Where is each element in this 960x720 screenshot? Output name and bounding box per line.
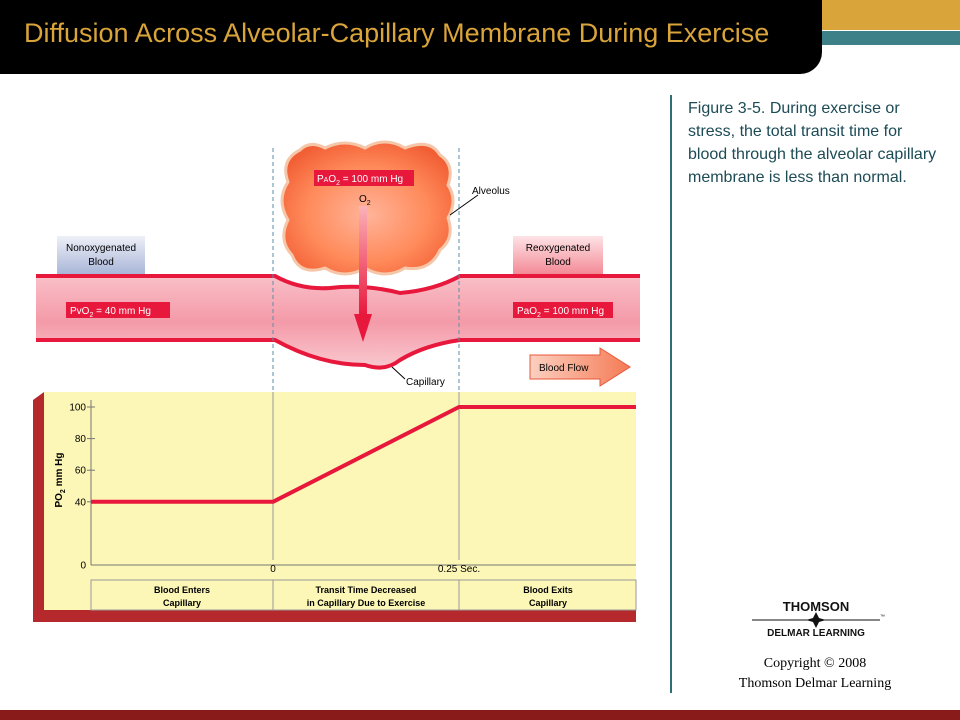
- reoxygenated-line2: Blood: [545, 257, 571, 268]
- phase-2-line2: in Capillary Due to Exercise: [307, 598, 426, 608]
- pao2-label: PAO2 = 100 mm Hg: [317, 174, 403, 187]
- reoxygenated-line1: Reoxygenated: [526, 243, 591, 254]
- nonoxygenated-line2: Blood: [88, 257, 114, 268]
- pao2-blood-label-box: [513, 302, 613, 318]
- vessel-bottom-wall: [36, 338, 640, 370]
- copyright-line2: Thomson Delmar Learning: [738, 676, 892, 691]
- pao2-label-box: [314, 170, 414, 186]
- chart-frame-depth: [33, 392, 44, 622]
- copyright-block: Copyright © 2008 Thomson Delmar Learning: [715, 654, 915, 694]
- pvo2-label: PvO2 = 40 mm Hg: [70, 306, 151, 319]
- figure-caption: Figure 3-5. During exercise or stress, t…: [688, 100, 937, 186]
- copyright-line1: Copyright © 2008: [763, 656, 867, 671]
- x-tick-label-025: 0.25 Sec.: [438, 564, 480, 575]
- capillary-label: Capillary: [406, 377, 445, 388]
- phase-1-line2: Capillary: [163, 598, 201, 608]
- o2-arrow-head: [354, 314, 372, 342]
- bottom-bar: [0, 710, 960, 720]
- capillary-leader: [391, 366, 406, 380]
- title-bar: Diffusion Across Alveolar-Capillary Memb…: [0, 0, 822, 74]
- divider-line: [670, 95, 672, 693]
- phase-band: [90, 579, 637, 611]
- alveolus-leader: [449, 194, 479, 216]
- accent-bar-teal: [822, 31, 960, 45]
- nonoxygenated-box: [57, 236, 145, 274]
- blood-flow-arrow: [529, 347, 631, 387]
- y-tick-label: 60: [75, 466, 87, 477]
- phase-3-line1: Blood Exits: [523, 585, 573, 595]
- chart-frame-bottom: [33, 610, 636, 622]
- phase-3-line2: Capillary: [529, 598, 567, 608]
- capillary-vessel: [36, 276, 640, 368]
- o2-label: O2: [359, 194, 371, 207]
- logo-brand: THOMSON: [783, 599, 849, 614]
- x-tick-label-0: 0: [270, 564, 276, 575]
- pvo2-label-box: [66, 302, 170, 318]
- y-tick-label: 40: [75, 497, 87, 508]
- slide-title: Diffusion Across Alveolar-Capillary Memb…: [24, 18, 770, 48]
- y-axis-label: PO2 mm Hg: [54, 452, 67, 507]
- y-tick-label: 0: [80, 561, 86, 572]
- accent-bar-gold: [822, 0, 960, 30]
- logo-sub: DELMAR LEARNING: [767, 628, 865, 639]
- alveolus-label: Alveolus: [472, 186, 510, 197]
- reoxygenated-box: [513, 236, 603, 274]
- logo-tm: ™: [880, 614, 885, 620]
- alveolus-shape: [280, 140, 455, 276]
- logo-star-icon: [806, 612, 826, 628]
- phase-2-line1: Transit Time Decreased: [316, 585, 417, 595]
- y-tick-label: 80: [75, 434, 87, 445]
- pao2-blood-label: PaO2 = 100 mm Hg: [517, 306, 604, 319]
- po2-series-line: [91, 405, 636, 504]
- o2-arrow-shaft: [359, 206, 367, 316]
- blood-flow-label: Blood Flow: [539, 363, 589, 374]
- nonoxygenated-line1: Nonoxygenated: [66, 243, 136, 254]
- phase-1-line1: Blood Enters: [154, 585, 210, 595]
- y-tick-label: 100: [69, 403, 86, 414]
